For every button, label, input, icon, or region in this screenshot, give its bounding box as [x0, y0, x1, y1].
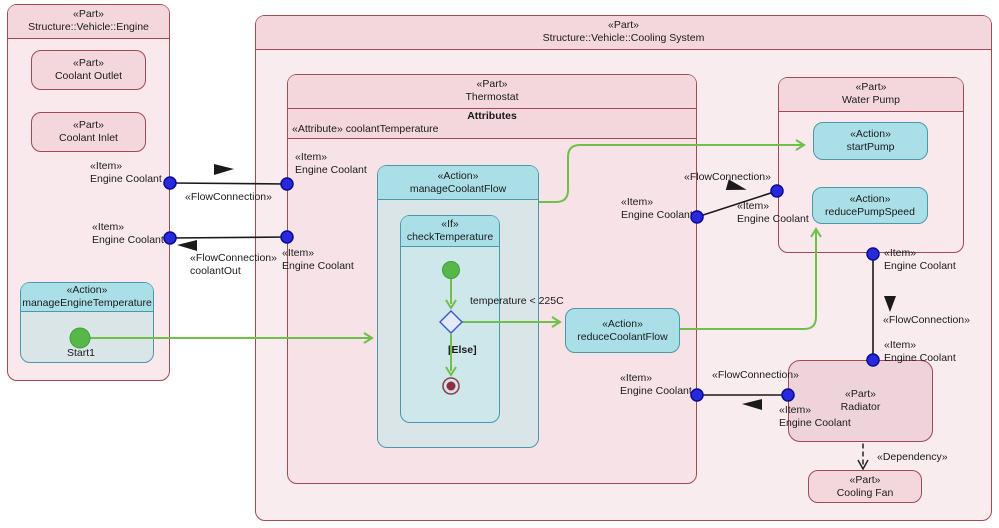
item-stereotype: «Item» [779, 404, 812, 416]
cooling-fan-part-box: «Part» Cooling Fan [808, 470, 922, 503]
item-name: Engine Coolant [295, 164, 367, 176]
check-temperature-stereotype: «If» [441, 218, 459, 230]
item-label-engine-outlet-port: «Item» Engine Coolant [90, 160, 162, 186]
item-label-thermostat-in-bottom: «Item» Engine Coolant [282, 247, 354, 273]
item-stereotype: «Item» [621, 196, 654, 208]
coolant-temperature-attribute: «Attribute» coolantTemperature [292, 123, 692, 136]
item-label-thermostat-out-bottom: «Item» Engine Coolant [620, 372, 692, 398]
cooling-system-part-header: «Part» Structure::Vehicle::Cooling Syste… [256, 16, 991, 50]
check-temperature-title: checkTemperature [406, 231, 494, 243]
item-label-water-pump-in: «Item» Engine Coolant [737, 200, 809, 226]
cooling-fan-part-title: Cooling Fan [836, 486, 894, 499]
flow-connection-label-coolant-out: «FlowConnection» coolantOut [190, 252, 277, 278]
flow-connection-label-top: «FlowConnection» [185, 191, 272, 203]
item-name: Engine Coolant [621, 209, 693, 221]
dependency-label: «Dependency» [877, 451, 948, 463]
manage-coolant-flow-header: «Action» manageCoolantFlow [378, 166, 538, 200]
thermostat-part-title: Thermostat [465, 91, 519, 103]
flow-connection-stereotype: «FlowConnection» [190, 252, 277, 264]
thermostat-part-header: «Part» Thermostat [288, 75, 696, 109]
radiator-part-stereotype: «Part» [845, 388, 876, 400]
reduce-pump-speed-stereotype: «Action» [849, 192, 891, 205]
item-label-water-pump-out: «Item» Engine Coolant [884, 247, 956, 273]
item-stereotype: «Item» [884, 339, 917, 351]
coolant-inlet-stereotype: «Part» [73, 119, 104, 131]
start-pump-action-box: «Action» startPump [813, 122, 928, 160]
start-pump-title: startPump [846, 141, 895, 153]
item-name: Engine Coolant [779, 417, 851, 429]
manage-engine-temperature-action-box: «Action» manageEngineTemperature [20, 282, 154, 363]
start1-node-label: Start1 [66, 347, 95, 359]
radiator-part-box: «Part» Radiator [788, 360, 933, 442]
cooling-system-part-stereotype: «Part» [608, 19, 639, 31]
engine-part-stereotype: «Part» [73, 8, 104, 20]
flow-connection-label-radiator-left: «FlowConnection» [712, 369, 799, 381]
manage-engine-temperature-title: manageEngineTemperature [22, 297, 152, 309]
reduce-pump-speed-action-box: «Action» reducePumpSpeed [812, 187, 928, 224]
reduce-pump-speed-title: reducePumpSpeed [825, 205, 915, 218]
item-stereotype: «Item» [620, 372, 653, 384]
item-stereotype: «Item» [90, 160, 123, 172]
item-label-radiator-top-port: «Item» Engine Coolant [884, 339, 956, 365]
engine-part-title: Structure::Vehicle::Engine [28, 21, 149, 33]
item-stereotype: «Item» [92, 221, 125, 233]
item-name: Engine Coolant [737, 213, 809, 225]
thermostat-part-stereotype: «Part» [476, 78, 508, 90]
attribute-stereotype: «Attribute» [292, 123, 343, 135]
water-pump-part-title: Water Pump [842, 94, 900, 106]
thermostat-attributes-compartment: Attributes «Attribute» coolantTemperatur… [288, 109, 696, 139]
manage-coolant-flow-stereotype: «Action» [437, 170, 479, 182]
flow-connection-name: coolantOut [190, 265, 241, 277]
flow-direction-arrow-left-coolant-out [177, 240, 197, 251]
reduce-coolant-flow-action-box: «Action» reduceCoolantFlow [565, 308, 680, 353]
item-label-radiator-left-port: «Item» Engine Coolant [779, 404, 851, 430]
item-name: Engine Coolant [620, 385, 692, 397]
item-stereotype: «Item» [282, 247, 315, 259]
reduce-coolant-flow-stereotype: «Action» [602, 317, 643, 330]
guard-temperature-label: temperature < 225C [470, 295, 564, 307]
water-pump-part-box: «Part» Water Pump [778, 77, 964, 253]
item-stereotype: «Item» [884, 247, 917, 259]
water-pump-part-stereotype: «Part» [855, 81, 887, 93]
coolant-outlet-stereotype: «Part» [73, 57, 104, 69]
item-name: Engine Coolant [90, 173, 162, 185]
item-name: Engine Coolant [884, 260, 956, 272]
item-label-thermostat-out-top: «Item» Engine Coolant [621, 196, 693, 222]
attribute-name: coolantTemperature [345, 123, 439, 135]
water-pump-part-header: «Part» Water Pump [779, 78, 963, 112]
manage-engine-temperature-header: «Action» manageEngineTemperature [21, 283, 153, 312]
cooling-system-part-title: Structure::Vehicle::Cooling System [542, 32, 705, 44]
coolant-outlet-part-box: «Part» Coolant Outlet [31, 50, 146, 90]
check-temperature-if-box: «If» checkTemperature [400, 215, 500, 423]
item-stereotype: «Item» [295, 151, 328, 163]
manage-engine-temperature-stereotype: «Action» [66, 284, 108, 296]
radiator-part-title: Radiator [840, 401, 881, 413]
coolant-inlet-title: Coolant Inlet [59, 132, 118, 144]
item-label-thermostat-in-top: «Item» Engine Coolant [295, 151, 367, 177]
manage-coolant-flow-title: manageCoolantFlow [409, 183, 507, 195]
start-pump-stereotype: «Action» [850, 128, 891, 140]
item-name: Engine Coolant [884, 352, 956, 364]
cooling-fan-part-stereotype: «Part» [849, 473, 881, 486]
item-name: Engine Coolant [92, 234, 164, 246]
guard-else-label: [Else] [448, 344, 477, 356]
item-name: Engine Coolant [282, 260, 354, 272]
flow-direction-arrow-right-top [214, 164, 234, 175]
reduce-coolant-flow-title: reduceCoolantFlow [577, 330, 668, 343]
attributes-compartment-title: Attributes [467, 110, 517, 122]
coolant-outlet-title: Coolant Outlet [54, 70, 123, 82]
coolant-inlet-part-box: «Part» Coolant Inlet [31, 112, 146, 152]
check-temperature-header: «If» checkTemperature [401, 216, 499, 247]
flow-connection-label-pump: «FlowConnection» [684, 171, 771, 183]
item-label-engine-inlet-port: «Item» Engine Coolant [92, 221, 164, 247]
item-stereotype: «Item» [737, 200, 770, 212]
flow-connection-label-radiator-top: «FlowConnection» [883, 314, 970, 326]
engine-part-header: «Part» Structure::Vehicle::Engine [8, 5, 169, 39]
